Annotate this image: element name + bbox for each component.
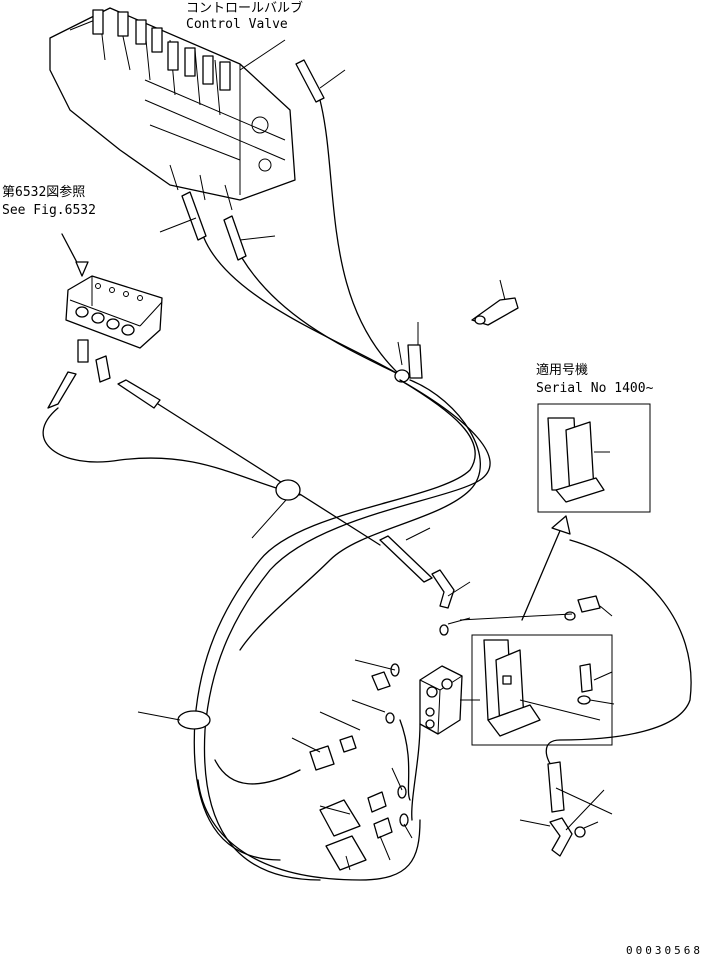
- see-fig-label-jp: 第6532図参照: [2, 184, 85, 200]
- right-lower-fittings: [519, 761, 613, 857]
- serial-inset: [537, 403, 651, 513]
- hose-runs: [157, 379, 692, 881]
- drawing-code: 00030568: [626, 944, 703, 957]
- see-fig-arrowhead: [75, 261, 89, 277]
- inset-arrowhead: [551, 515, 571, 535]
- hose-clamp-bracket: [394, 279, 519, 383]
- valve-hose-fittings: [181, 59, 401, 376]
- serial-label-en: Serial No 1400~: [536, 381, 654, 396]
- see-fig-label-en: See Fig.6532: [2, 203, 96, 218]
- serial-label-jp: 適用号機: [536, 362, 588, 378]
- control-valve-label-en: Control Valve: [186, 17, 288, 32]
- central-valve-block: [309, 624, 463, 871]
- fitting-leaders: [137, 499, 471, 871]
- inset-arrow-shaft: [521, 525, 563, 621]
- control-valve-assembly: [49, 7, 296, 211]
- pilot-distribution-block: [42, 275, 301, 496]
- bracket-assembly: [459, 595, 615, 746]
- valve-leaders: [159, 39, 346, 241]
- control-valve-label-jp: コントロールバルブ: [186, 0, 303, 16]
